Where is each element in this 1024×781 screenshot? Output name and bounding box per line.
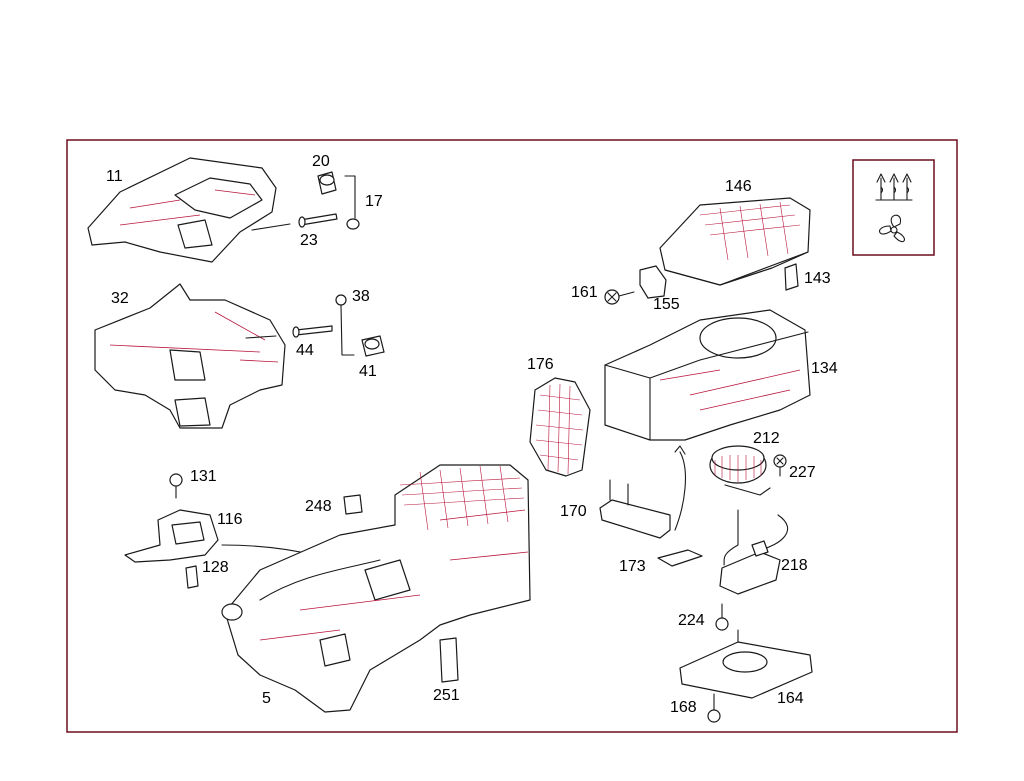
diagram-frame [66, 139, 958, 733]
part-32-housing [94, 283, 286, 429]
part-label-5: 5 [262, 690, 271, 707]
part-20-grommet [317, 171, 337, 195]
part-173-plate [657, 549, 703, 567]
part-label-248: 248 [305, 498, 332, 515]
part-label-23: 23 [300, 232, 318, 249]
part-label-170: 170 [560, 503, 587, 520]
part-label-224: 224 [678, 612, 705, 629]
part-label-227: 227 [789, 464, 816, 481]
part-label-134: 134 [811, 360, 838, 377]
part-44-screw [292, 325, 333, 338]
part-label-146: 146 [725, 178, 752, 195]
part-164-cover-plate [679, 629, 813, 699]
part-label-38: 38 [352, 288, 370, 305]
part-131-screw [169, 473, 183, 499]
part-143-clip [784, 263, 799, 291]
part-128-clip [185, 565, 199, 589]
part-227-screw [773, 454, 787, 477]
legend-box [852, 159, 935, 256]
part-label-44: 44 [296, 342, 314, 359]
part-label-131: 131 [190, 468, 217, 485]
part-146-evaporator [659, 197, 811, 286]
part-17-rod [344, 175, 360, 230]
part-212-blower-motor [674, 445, 771, 531]
part-label-173: 173 [619, 558, 646, 575]
part-label-143: 143 [804, 270, 831, 287]
part-176-filter [529, 377, 591, 477]
part-label-41: 41 [359, 363, 377, 380]
part-label-20: 20 [312, 153, 330, 170]
part-label-17: 17 [365, 193, 383, 210]
heater-icon [875, 173, 913, 201]
part-155-bracket [639, 265, 667, 299]
part-38-rod [335, 294, 355, 356]
part-label-155: 155 [653, 296, 680, 313]
part-224-screw [715, 603, 729, 631]
part-248-clip [343, 494, 363, 515]
part-23-screw [298, 213, 338, 228]
part-label-251: 251 [433, 687, 460, 704]
part-label-168: 168 [670, 699, 697, 716]
part-170-bracket [599, 479, 671, 539]
part-218-regulator [719, 509, 789, 595]
part-label-116: 116 [217, 511, 243, 528]
part-label-212: 212 [753, 430, 780, 447]
part-label-128: 128 [202, 559, 229, 576]
part-label-164: 164 [777, 690, 804, 707]
part-161-screw [604, 289, 635, 305]
fan-icon [879, 214, 905, 243]
part-label-11: 11 [106, 168, 123, 185]
part-label-218: 218 [781, 557, 808, 574]
part-168-screw [707, 693, 721, 723]
part-label-32: 32 [111, 290, 129, 307]
part-251-sensor [439, 637, 459, 683]
part-label-176: 176 [527, 356, 554, 373]
part-41-grommet [361, 335, 385, 357]
part-134-blower-housing [604, 309, 811, 441]
part-5-hvac-unit [221, 464, 531, 713]
part-number-labels: 11 20 17 23 32 38 44 41 146 161 155 143 … [106, 153, 838, 716]
part-label-161: 161 [571, 284, 598, 301]
part-11-cover [87, 157, 291, 263]
